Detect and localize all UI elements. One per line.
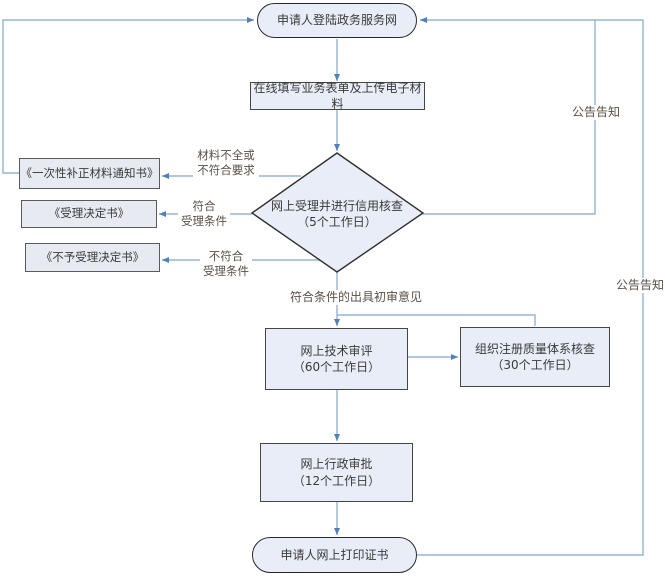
label-incomplete-materials: 材料不全或 不符合要求 — [193, 148, 259, 178]
node-tech-review: 网上技术审评 （60个工作日） — [265, 328, 408, 390]
node-start-portal: 申请人登陆政务服务网 — [257, 3, 417, 38]
edge-print-announce-to-start — [417, 17, 644, 556]
label-meets-conditions: 符合 受理条件 — [178, 199, 230, 229]
node-correction-notice: 《一次性补正材料通知书》 — [19, 158, 160, 189]
label-announcement-upper: 公告告知 — [571, 105, 621, 120]
node-credit-check-decision: 网上受理并进行信用核查 （5个工作日） — [270, 198, 403, 229]
edge-correction-back-to-start — [2, 17, 254, 174]
decision-diamond-shape — [250, 152, 425, 273]
node-print-certificate: 申请人网上打印证书 — [252, 537, 417, 573]
label-announcement-right: 公告告知 — [615, 278, 665, 293]
node-start-portal-label: 申请人登陆政务服务网 — [276, 13, 397, 28]
node-fill-form: 在线填写业务表单及上传电子材料 — [250, 80, 425, 111]
node-admin-approval: 网上行政审批 （12个工作日） — [260, 443, 413, 502]
edge-branch-to-quality — [337, 314, 536, 326]
node-rejection-decision: 《不予受理决定书》 — [25, 243, 160, 272]
node-fill-form-label: 在线填写业务表单及上传电子材料 — [253, 80, 422, 111]
node-acceptance-decision: 《受理决定书》 — [21, 200, 157, 228]
label-initial-review-opinion: 符合条件的出具初审意见 — [276, 290, 436, 305]
node-quality-system-check: 组织注册质量体系核查 （30个工作日） — [460, 327, 610, 387]
label-not-meets-conditions: 不符合 受理条件 — [200, 249, 252, 279]
edge-decision-announce-to-start — [423, 20, 596, 215]
